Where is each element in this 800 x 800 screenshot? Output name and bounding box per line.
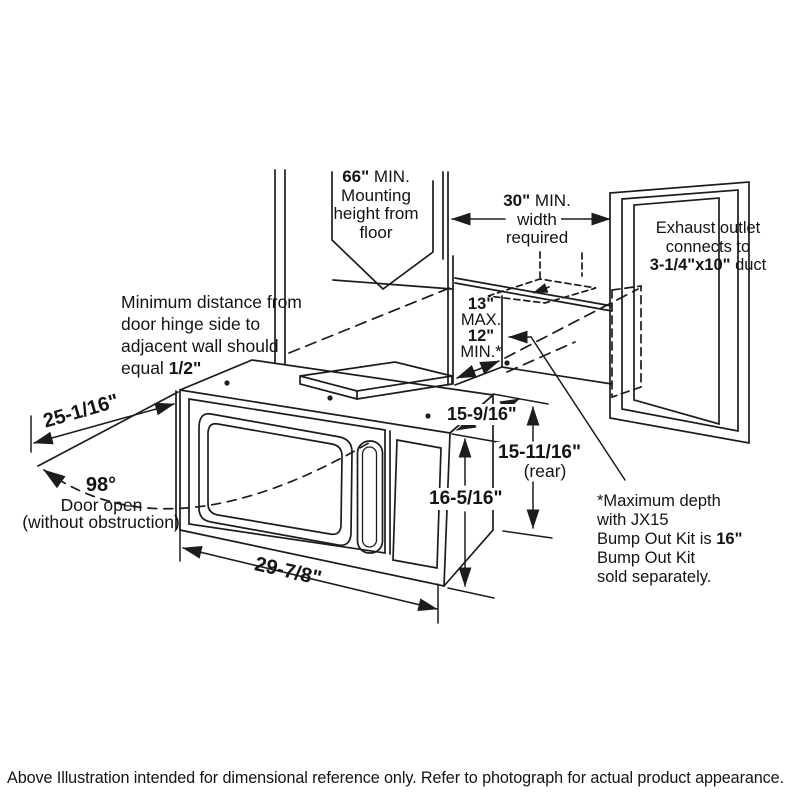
dim-top-depth: 15-9/16": [445, 404, 519, 425]
mounting-height-line: Mounting: [341, 185, 411, 205]
dim-front-height: 16-5/16": [427, 488, 505, 510]
hinge-clearance-note: Minimum distance from door hinge side to…: [121, 291, 346, 379]
niche-min-label: MIN.*: [460, 343, 502, 361]
dim-rear-qualifier: (rear): [523, 461, 567, 481]
duct-cutout: [487, 251, 597, 304]
bump-out-line: *Maximum depth: [597, 492, 721, 510]
bump-out-plate: [299, 361, 453, 401]
bump-out-depth-value: 16": [716, 530, 743, 548]
min-width-label: 30" MIN. width required: [456, 191, 618, 248]
reference-caption: Above Illustration intended for dimensio…: [7, 769, 784, 787]
wall-edge: [442, 171, 454, 386]
bump-out-line: sold separately.: [597, 568, 712, 586]
exhaust-line: connects to: [665, 237, 751, 256]
hinge-clearance-value: 1/2": [168, 358, 202, 378]
mounting-height-line: height from: [333, 204, 419, 223]
door-open-angle: 98°: [85, 474, 117, 496]
mounting-height-line: floor: [359, 222, 393, 242]
mounting-height-label: 66" MIN. Mounting height from floor: [295, 167, 457, 242]
right-wall-panel: [609, 181, 750, 445]
duct-suffix: duct: [730, 256, 767, 274]
door-open-line: Door open: [60, 495, 143, 515]
hinge-note-prefix: equal: [121, 358, 169, 378]
hinge-note-line: adjacent wall should: [121, 336, 279, 356]
dimension-lines: [30, 212, 626, 624]
min-width-qualifier: MIN.: [530, 191, 571, 210]
niche-max-value: 13": [467, 295, 495, 313]
mounting-height-arrow: [331, 171, 434, 291]
hinge-note-line: door hinge side to: [121, 314, 261, 334]
bump-out-prefix: Bump Out Kit is: [597, 530, 717, 548]
left-wall: [274, 169, 453, 365]
min-width-line: required: [505, 228, 569, 247]
bump-out-line: with JX15: [597, 511, 669, 529]
mounting-height-value: 66": [342, 167, 370, 186]
exhaust-line: Exhaust outlet: [655, 219, 761, 237]
niche-max-label: MAX.: [460, 311, 502, 329]
min-width-value: 30": [503, 191, 531, 210]
door-open-line: (without obstruction): [22, 512, 180, 532]
dim-rear-height: 15-11/16": [496, 442, 583, 464]
bump-out-note: *Maximum depth with JX15 Bump Out Kit is…: [597, 492, 772, 587]
mounting-height-qualifier: MIN.: [369, 167, 410, 186]
exhaust-outlet-label: Exhaust outlet connects to 3-1/4"x10" du…: [628, 219, 788, 275]
min-width-line: width: [513, 210, 561, 229]
bump-out-line: Bump Out Kit: [597, 549, 696, 567]
niche-min-value: 12": [467, 327, 495, 345]
duct-size: 3-1/4"x10": [649, 256, 731, 274]
niche-depth-label: 13" MAX. 12" MIN.*: [448, 295, 514, 361]
hinge-note-line: Minimum distance from: [121, 292, 302, 312]
microwave-door: [198, 412, 384, 554]
